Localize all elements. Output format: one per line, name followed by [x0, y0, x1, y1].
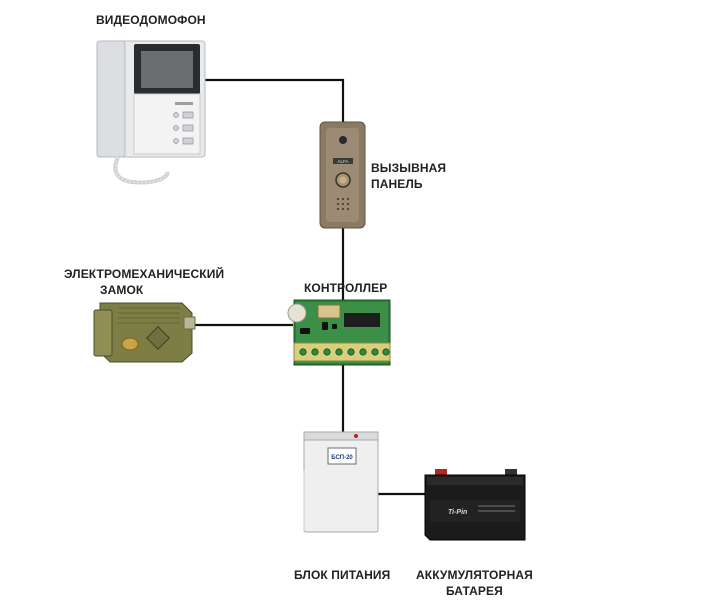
intercom-label-text: ВИДЕОДОМОФОН	[96, 13, 206, 27]
lock-label: ЭЛЕКТРОМЕХАНИЧЕСКИЙ ЗАМОК	[64, 266, 224, 298]
call-panel-label-line1: ВЫЗЫВНАЯ	[371, 161, 447, 175]
electromechanical-lock-icon	[93, 302, 196, 363]
wires	[195, 78, 425, 496]
battery-label: АККУМУЛЯТОРНАЯ БАТАРЕЯ	[416, 567, 533, 599]
battery-icon: Ti-Pin	[424, 469, 526, 541]
battery-label-line1: АККУМУЛЯТОРНАЯ	[416, 568, 533, 582]
wire-intercom-to-panel	[200, 78, 345, 122]
intercom-label: ВИДЕОДОМОФОН	[96, 12, 206, 28]
lock-label-line1: ЭЛЕКТРОМЕХАНИЧЕСКИЙ	[64, 267, 225, 281]
lock-label-line2: ЗАМОК	[100, 283, 144, 297]
power-supply-icon: БСП-20	[303, 431, 379, 533]
call-panel-label-line2: ПАНЕЛЬ	[371, 177, 423, 191]
battery-label-line2: БАТАРЕЯ	[446, 584, 503, 598]
call-panel-icon: ALFA	[319, 121, 366, 229]
battery-brand-text: Ti-Pin	[448, 509, 467, 516]
power-supply-label-text: БЛОК ПИТАНИЯ	[294, 568, 391, 582]
controller-label-text: КОНТРОЛЛЕР	[304, 281, 388, 295]
psu-model-text: БСП-20	[331, 455, 353, 461]
call-panel-label: ВЫЗЫВНАЯ ПАНЕЛЬ	[371, 160, 446, 192]
power-supply-label: БЛОК ПИТАНИЯ	[294, 567, 390, 583]
panel-brand-text: ALFA	[337, 159, 348, 164]
controller-label: КОНТРОЛЛЕР	[304, 280, 387, 296]
video-intercom-monitor-icon	[96, 40, 206, 185]
controller-board-icon	[287, 299, 391, 366]
